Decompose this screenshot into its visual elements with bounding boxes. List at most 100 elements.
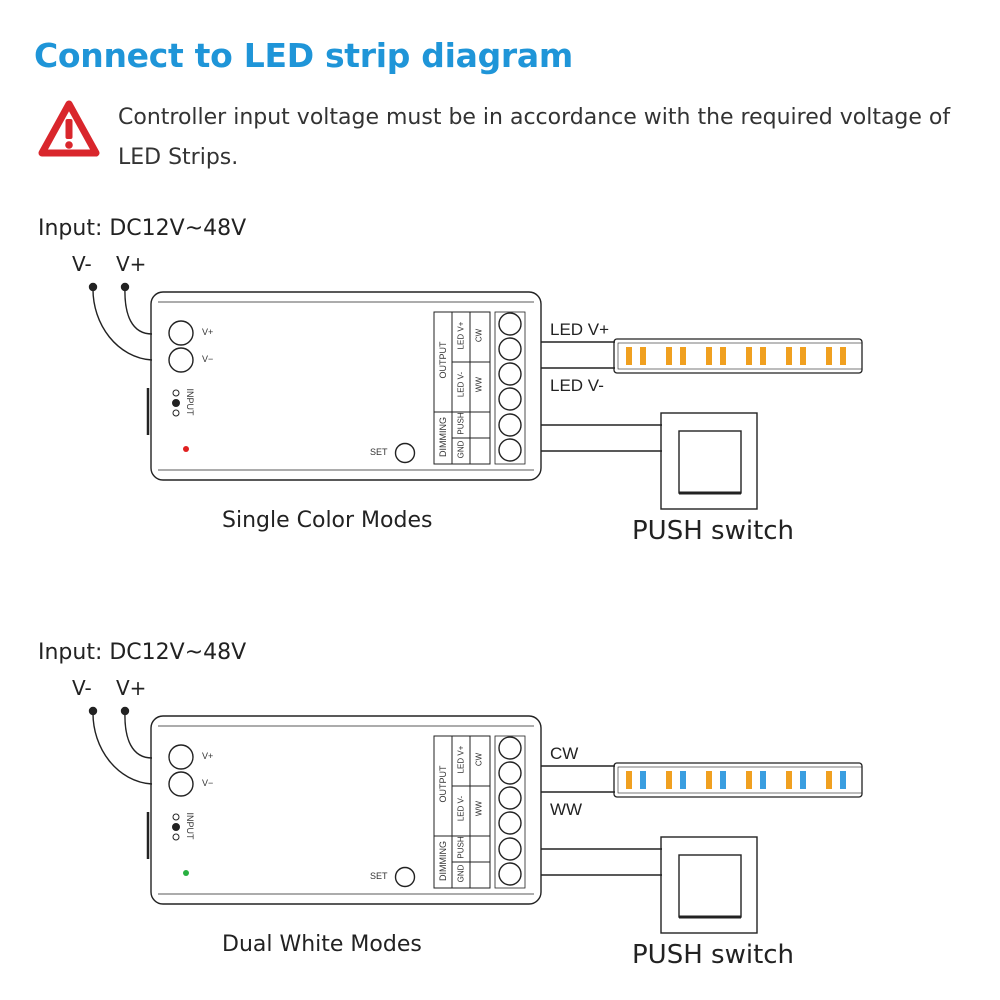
cw-pin-label: CW [474,752,484,767]
input-port-vplus [168,744,194,770]
led-vplus-pin-label: LED V+ [456,745,466,774]
output-label-vertical: OUTPUT [438,765,448,803]
dimming-label-vertical: DIMMING [438,841,448,881]
led-chip [786,771,792,789]
v-minus-label: V- [72,252,92,276]
warning-text: Controller input voltage must be in acco… [118,105,951,170]
led-chip [626,771,632,789]
wiring-svg [88,706,863,934]
mode-label: Single Color Modes [222,508,433,533]
led-chip [746,347,752,365]
led-chip [786,347,792,365]
push-switch-graphic [660,412,758,510]
terminal-1 [498,736,522,760]
v-plus-label: V+ [116,252,147,276]
led-vminus-pin-label: LED V- [456,795,466,822]
dimming-label-vertical: DIMMING [438,417,448,457]
v-minus-label: V- [72,676,92,700]
input-label-vertical: INPUT [185,388,195,416]
led-chip [840,771,846,789]
controller [146,291,542,481]
input-port-vplus [168,320,194,346]
led-chip [666,771,672,789]
terminal-2 [498,761,522,785]
terminal-labels-table [433,735,491,889]
warning-triangle-icon [38,100,100,157]
led-vplus-pin-label: LED V+ [456,321,466,350]
terminal-5 [498,837,522,861]
dual-white-diagram: Input: DC12V~48V V- V+ V+ V− INPUT OUTPU… [0,634,1000,994]
output-wires [541,765,662,876]
led-chip [800,347,806,365]
output-channel-top-label: LED V+ [550,320,610,339]
terminal-6 [498,438,522,462]
input-wires [88,282,153,361]
led-chip [760,347,766,365]
v-minus-wire [92,286,153,361]
push-pin-label: PUSH [456,412,466,435]
output-channel-top-label: CW [550,744,579,763]
led-chip [680,771,686,789]
led-vminus-pin-label: LED V- [456,371,466,398]
push-switch-label: PUSH switch [632,516,795,546]
led-chip [640,771,646,789]
led-chip [826,347,832,365]
ww-pin-label: WW [474,800,484,817]
set-button-label: SET [370,447,388,457]
v-plus-label: V+ [116,676,147,700]
v-plus-wire [124,710,153,759]
controller-body [150,291,542,481]
terminal-3 [498,786,522,810]
led-chip [746,771,752,789]
port-vplus-label: V+ [202,751,214,761]
led-chip [626,347,632,365]
led-chip [640,347,646,365]
led-strip [613,338,863,374]
terminal-6 [498,862,522,886]
output-channel-bottom-label: WW [550,800,583,819]
input-wires [88,706,153,785]
v-plus-wire [124,286,153,335]
terminal-5 [498,413,522,437]
led-chip [840,347,846,365]
led-chip [720,771,726,789]
single-color-diagram: Input: DC12V~48V V- V+ V+ V− INPUT OUTPU… [0,210,1000,570]
terminal-4 [498,387,522,411]
terminal-4 [498,811,522,835]
port-vminus-label: V− [202,778,214,788]
led-chip [800,771,806,789]
port-vplus-label: V+ [202,327,214,337]
led-chip [720,347,726,365]
controller [146,715,542,905]
input-voltage-label: Input: DC12V~48V [38,640,247,665]
led-chip [666,347,672,365]
set-button-graphic [394,442,416,464]
input-label-vertical: INPUT [185,812,195,840]
set-button-graphic [394,866,416,888]
output-wires [541,341,662,452]
port-vminus-label: V− [202,354,214,364]
led-chip [706,771,712,789]
led-strip [613,762,863,798]
cw-pin-label: CW [474,328,484,343]
wiring-svg [88,282,863,510]
led-chip [706,347,712,365]
terminal-3 [498,362,522,386]
input-voltage-label: Input: DC12V~48V [38,216,247,241]
led-chip [680,347,686,365]
mode-label: Dual White Modes [222,932,422,957]
v-minus-wire [92,710,153,785]
status-led [183,870,189,876]
terminal-2 [498,337,522,361]
set-button-label: SET [370,871,388,881]
push-pin-label: PUSH [456,836,466,859]
page-title: Connect to LED strip diagram [34,36,573,75]
push-switch-label: PUSH switch [632,940,795,970]
output-channel-bottom-label: LED V- [550,376,604,395]
terminal-1 [498,312,522,336]
ww-pin-label: WW [474,376,484,393]
input-port-vminus [168,347,194,373]
status-led [183,446,189,452]
terminal-labels-table [433,311,491,465]
led-chip [760,771,766,789]
